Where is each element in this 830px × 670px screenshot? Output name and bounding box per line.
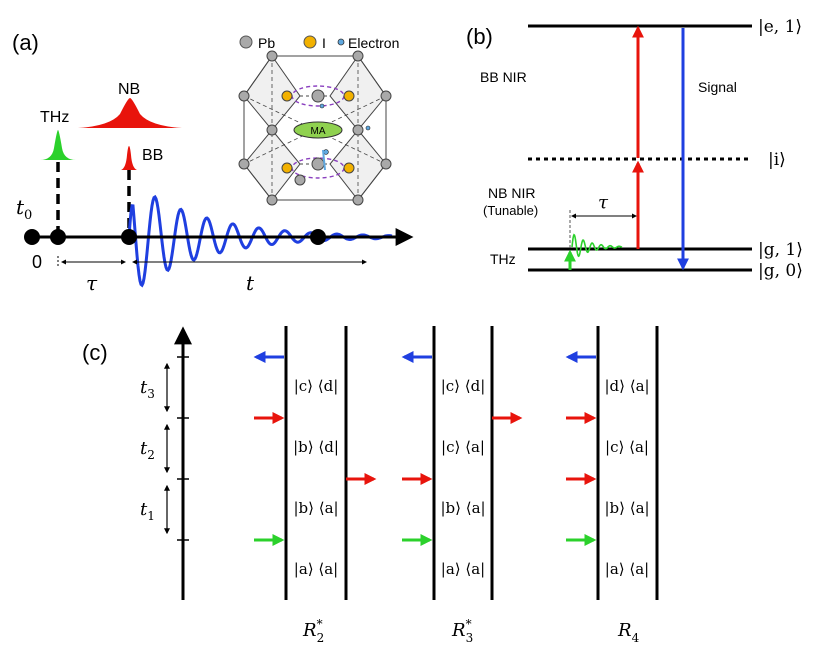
thz-pulse xyxy=(40,130,76,160)
iodine-legend-label: I xyxy=(322,35,326,51)
state-2: |c⟩ ⟨a| xyxy=(441,438,485,456)
nb-pulse xyxy=(78,98,182,128)
state-0: |a⟩ ⟨a| xyxy=(605,560,649,578)
tau-delay-label: τ xyxy=(598,192,609,213)
level-e1-label: |e, 1⟩ xyxy=(758,17,802,37)
ma-molecule xyxy=(293,121,343,139)
diagram-title: R*2 xyxy=(302,617,324,645)
origin-label: 0 xyxy=(32,252,42,272)
pb-legend-icon xyxy=(239,35,253,49)
level-g1-label: |g, 1⟩ xyxy=(758,240,803,260)
t0-label: t0 xyxy=(16,195,32,223)
ma-label: MA xyxy=(311,126,326,137)
time-marker-nb xyxy=(121,229,137,245)
state-2: |c⟩ ⟨a| xyxy=(605,438,649,456)
state-3: |c⟩ ⟨d| xyxy=(441,377,486,395)
bb-pulse xyxy=(121,146,137,170)
tunable-label: (Tunable) xyxy=(483,203,538,218)
t3-label: t3 xyxy=(140,377,155,401)
thz-wavelet xyxy=(571,233,623,258)
pb-legend-label: Pb xyxy=(258,35,275,51)
nb-nir-label: NB NIR xyxy=(488,185,535,201)
panel-b: (b) |e, 1⟩ |i⟩ |g, 1⟩ |g, 0⟩ BB NIR Sign… xyxy=(466,17,803,281)
thz-level-label: THz xyxy=(490,251,516,267)
iodine-legend-icon xyxy=(303,35,317,49)
bb-label: BB xyxy=(142,147,163,164)
nb-label: NB xyxy=(118,81,140,98)
time-marker-thz xyxy=(50,229,66,245)
diagram-title: R*3 xyxy=(451,617,473,645)
level-i-label: |i⟩ xyxy=(768,150,786,170)
electron-legend-icon xyxy=(337,38,345,46)
level-g0-label: |g, 0⟩ xyxy=(758,261,803,281)
panel-b-label: (b) xyxy=(466,24,493,49)
panel-a: (a) THz NB BB t0 0 τ t Pb I xyxy=(12,30,414,295)
state-1: |b⟩ ⟨a| xyxy=(293,499,338,517)
state-1: |b⟩ ⟨a| xyxy=(440,499,485,517)
thz-label: THz xyxy=(40,109,69,126)
state-0: |a⟩ ⟨a| xyxy=(294,560,338,578)
state-3: |d⟩ ⟨a| xyxy=(604,377,649,395)
t-label: t xyxy=(246,271,255,295)
perovskite-structure-inset: Pb I Electron MA xyxy=(238,35,399,206)
signal-label: Signal xyxy=(698,79,737,95)
t1-label: t1 xyxy=(140,499,155,523)
feynman-diagram-r3: |c⟩ ⟨d| |c⟩ ⟨a| |b⟩ ⟨a| |a⟩ ⟨a| R*3 xyxy=(401,326,523,645)
signal-oscillation xyxy=(127,194,393,288)
t2-label: t2 xyxy=(140,438,155,462)
panel-c-label: (c) xyxy=(82,340,108,365)
time-marker-end xyxy=(310,229,326,245)
state-3: |c⟩ ⟨d| xyxy=(294,377,339,395)
feynman-diagram-r2: |c⟩ ⟨d| |b⟩ ⟨d| |b⟩ ⟨a| |a⟩ ⟨a| R*2 xyxy=(253,326,377,645)
panel-c: (c) t3 t2 t1 |c⟩ ⟨d| |b⟩ ⟨d| |b⟩ ⟨a| |a⟩… xyxy=(82,326,659,645)
state-1: |b⟩ ⟨a| xyxy=(604,499,649,517)
state-2: |b⟩ ⟨d| xyxy=(293,438,339,456)
feynman-diagram-r4: |d⟩ ⟨a| |c⟩ ⟨a| |b⟩ ⟨a| |a⟩ ⟨a| R4 xyxy=(565,326,659,645)
time-marker-t0 xyxy=(24,229,40,245)
tau-label: τ xyxy=(86,271,98,295)
bb-nir-label: BB NIR xyxy=(480,69,527,85)
diagram-title: R4 xyxy=(617,620,640,645)
panel-a-label: (a) xyxy=(12,30,39,55)
electron-legend-label: Electron xyxy=(348,35,399,51)
state-0: |a⟩ ⟨a| xyxy=(441,560,485,578)
